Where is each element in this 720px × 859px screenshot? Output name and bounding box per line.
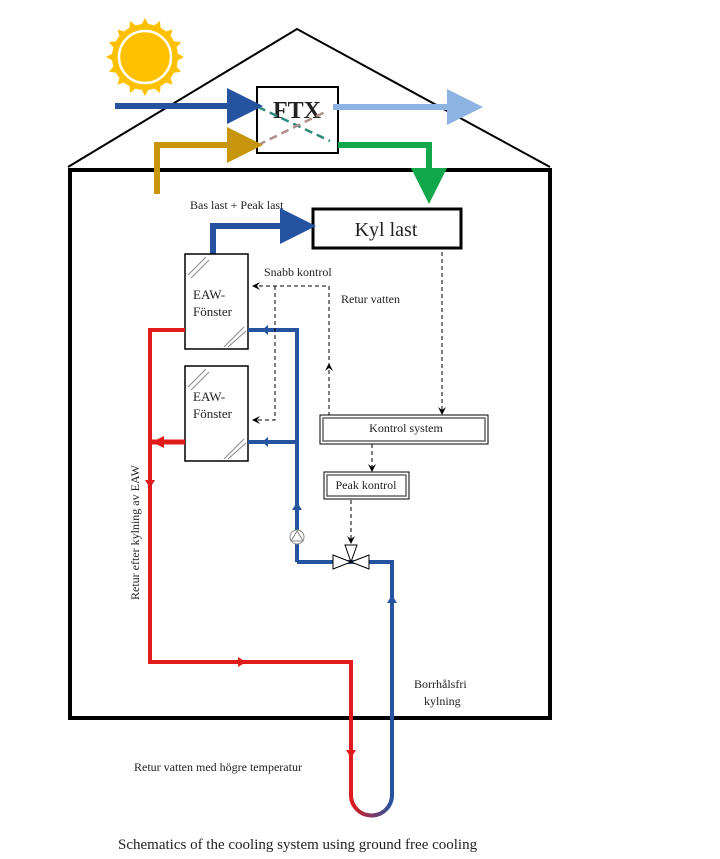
borehole-u-bend [349, 794, 394, 818]
load-supply-pipe [210, 208, 316, 255]
flow-arrow [262, 325, 268, 335]
sun-ray [172, 65, 182, 73]
svg-text:EAW-: EAW- [193, 287, 225, 302]
sun-ray [164, 29, 173, 38]
borrhal-label-2: kylning [424, 694, 461, 708]
eaw-window-2: EAW- Fönster [184, 365, 249, 462]
supply-air-arrow [338, 142, 447, 204]
flow-arrow [152, 436, 164, 448]
sun-ray [108, 65, 118, 73]
extract-air-arrow [154, 127, 263, 194]
flow-arrow [145, 480, 155, 488]
flow-arrow [292, 502, 302, 510]
svg-text:Fönster: Fönster [193, 304, 233, 319]
sun-ray [117, 76, 126, 85]
sun-ray [106, 53, 114, 61]
sun-ray [153, 20, 161, 30]
return-pipe [148, 328, 353, 795]
snabb-kontrol-label: Snabb kontrol [264, 265, 332, 279]
control-signals [252, 252, 446, 544]
sun-ray [129, 20, 137, 30]
sun-ray [153, 84, 161, 94]
svg-text:Fönster: Fönster [193, 406, 233, 421]
retur-vatten-label: Retur vatten [341, 292, 400, 306]
caption: Schematics of the cooling system using g… [118, 837, 478, 853]
peak-kontrol-box: Peak kontrol [323, 471, 410, 500]
load-label: Bas last + Peak last [190, 198, 284, 212]
svg-text:Peak kontrol: Peak kontrol [336, 478, 398, 492]
svg-text:EAW-: EAW- [193, 389, 225, 404]
kontrol-system-box: Kontrol system [319, 414, 489, 445]
ftx-label: FTX [273, 98, 322, 124]
retur-efter-label: Retur efter kylning av EAW [128, 464, 142, 600]
sun-icon [106, 18, 184, 96]
svg-text:Kontrol system: Kontrol system [369, 421, 443, 435]
supply-pipe [248, 328, 299, 562]
borrhal-label-1: Borrhålsfri [414, 677, 467, 691]
kyl-last-label: Kyl last [355, 219, 418, 241]
eaw-window-1: EAW- Fönster [184, 253, 249, 350]
flow-arrow [346, 750, 356, 758]
sun-ray [108, 41, 118, 49]
ftx-crossflow-1 [257, 105, 331, 143]
three-way-valve-icon [332, 544, 370, 570]
sun-ray [172, 41, 182, 49]
pump-icon [289, 529, 305, 545]
retur-hog-label: Retur vatten med högre temperatur [134, 760, 302, 774]
ftx-unit [256, 86, 339, 154]
sun-ray [176, 53, 184, 61]
sun-ray [164, 76, 173, 85]
sun-ray [129, 84, 137, 94]
flow-arrow [238, 657, 246, 667]
house-body [68, 168, 552, 720]
ground-supply-pipe [297, 560, 394, 795]
flow-arrow [387, 595, 397, 603]
sun-ray [117, 29, 126, 38]
flow-arrow [262, 437, 268, 447]
sun-ray [141, 18, 149, 26]
sun-ray [141, 88, 149, 96]
